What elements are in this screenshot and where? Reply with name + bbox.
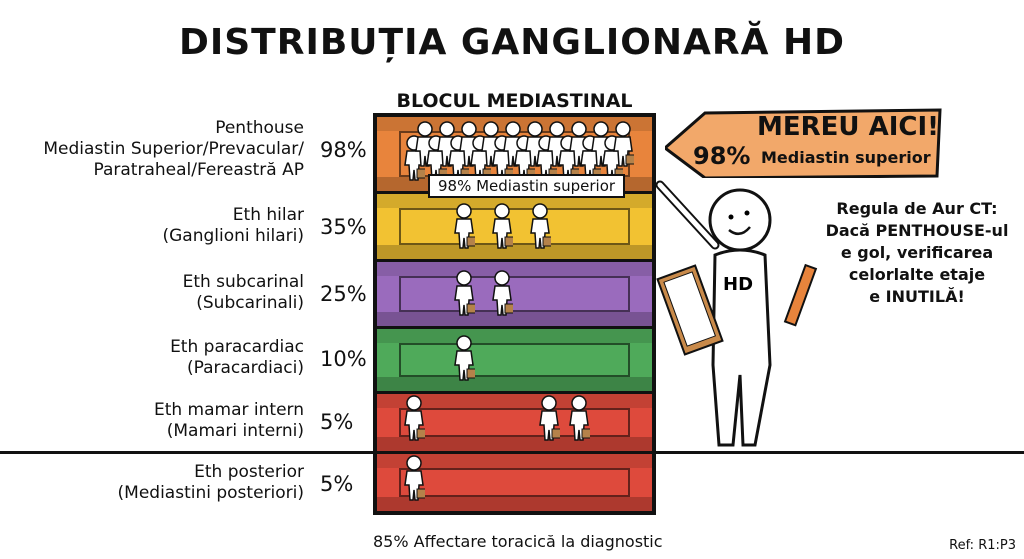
floor-label: Eth paracardiac(Paracardiaci) xyxy=(170,337,304,378)
floor-label: Eth mamar intern(Mamari interni) xyxy=(153,400,304,441)
rule-line: e INUTILĂ! xyxy=(869,287,965,306)
floor-label: Eth subcarinal(Subcarinali) xyxy=(182,272,304,313)
hd-figure-icon xyxy=(491,270,516,320)
floor-6 xyxy=(377,454,652,514)
floor-percentage: 5% xyxy=(320,472,354,496)
hd-figure-icon xyxy=(403,395,428,445)
floor-percentage: 35% xyxy=(320,215,367,239)
floor-3 xyxy=(377,262,652,329)
floor-5 xyxy=(377,394,652,454)
rule-line: e gol, verificarea xyxy=(840,243,994,262)
hd-figure-icon xyxy=(538,395,563,445)
hd-figure-icon xyxy=(403,455,428,505)
floor-4 xyxy=(377,329,652,394)
floor-2 xyxy=(377,194,652,262)
flag-text: Mediastin superior xyxy=(761,148,931,167)
golden-rule: Regula de Aur CT: Dacă PENTHOUSE-ul e go… xyxy=(812,198,1022,308)
hd-figure-icon xyxy=(529,203,554,253)
flag-pct: 98% xyxy=(693,142,751,170)
reference: Ref: R1:P3 xyxy=(949,538,1016,553)
flag-shape xyxy=(665,108,942,178)
flag-callout: MEREU AICI! 98% Mediastin superior xyxy=(665,108,945,178)
hd-figure-icon xyxy=(491,203,516,253)
penthouse-callout: 98% Mediastin superior xyxy=(428,174,626,198)
page-title: DISTRIBUȚIA GANGLIONARĂ HD xyxy=(178,22,846,63)
flag-headline: MEREU AICI! xyxy=(757,112,939,142)
hd-figure-icon xyxy=(568,395,593,445)
floor-label: Eth posterior(Mediastini posteriori) xyxy=(117,462,304,503)
hd-figure-icon xyxy=(453,203,478,253)
floor-percentage: 5% xyxy=(320,410,354,434)
character-label: HD xyxy=(723,274,753,295)
footer-text: 85% Affectare toracică la diagnostic xyxy=(373,532,663,551)
hd-figure-icon xyxy=(453,335,478,385)
hd-figure-icon xyxy=(453,270,478,320)
building-title: BLOCUL MEDIASTINAL xyxy=(396,90,633,112)
rule-line: Dacă PENTHOUSE-ul xyxy=(825,221,1009,240)
rule-title: Regula de Aur CT: xyxy=(836,199,998,218)
rule-line: celorlalte etaje xyxy=(848,265,986,284)
hd-figure-icon xyxy=(612,121,637,171)
floor-percentage: 10% xyxy=(320,347,367,371)
hd-character-icon: HD xyxy=(655,180,818,447)
floor-percentage: 25% xyxy=(320,282,367,306)
divider-line xyxy=(0,451,1024,454)
floor-percentage: 98% xyxy=(320,138,367,162)
floor-label: Eth hilar(Ganglioni hilari) xyxy=(162,205,304,246)
